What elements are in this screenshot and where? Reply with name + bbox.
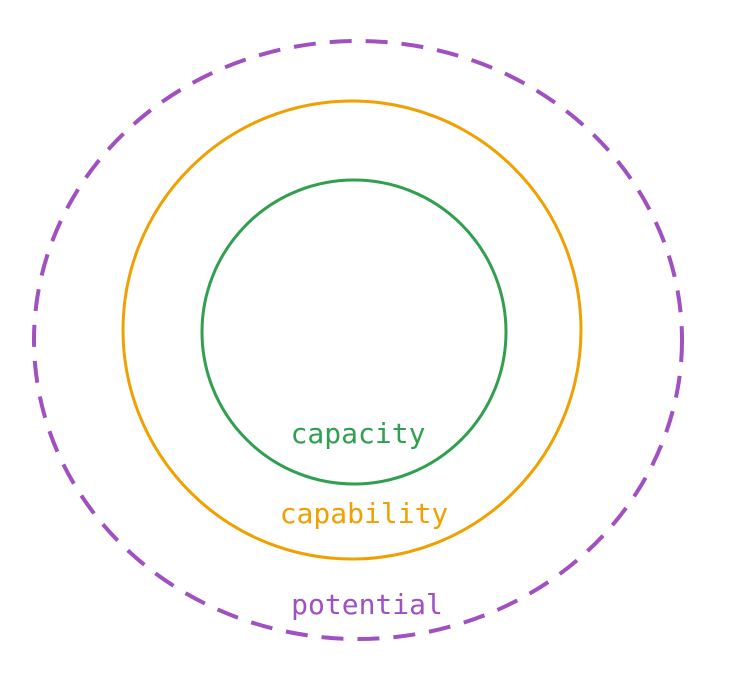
capability-label: capability [280, 497, 449, 530]
potential-label: potential [291, 588, 443, 621]
capacity-ring [200, 178, 508, 486]
capacity-label: capacity [291, 417, 426, 450]
potential-ring [32, 39, 684, 641]
capability-ring [121, 99, 583, 561]
